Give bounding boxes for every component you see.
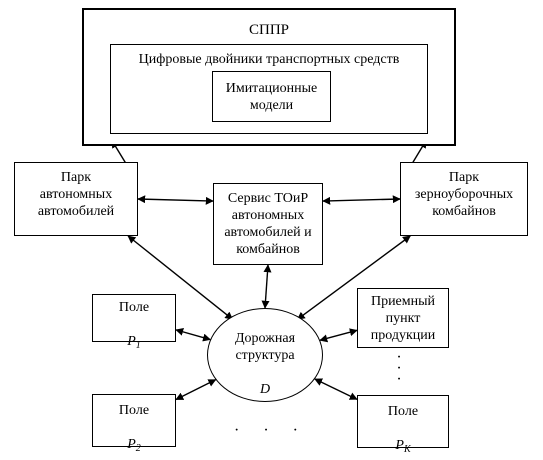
field-p2-box: Поле P2 xyxy=(92,394,176,454)
receiving-point-box: Приемный пункт продукции xyxy=(357,288,449,348)
connector-autonomous-fleet-to-road xyxy=(127,235,234,320)
simulation-models-box: Имитационные модели xyxy=(212,71,331,122)
sppr-title: СППР xyxy=(248,22,289,38)
autonomous-fleet-box: Парк автономных автомобилей xyxy=(14,162,138,236)
field-p1-label: Поле P1 xyxy=(118,300,150,351)
combine-fleet-box: Парк зерноуборочных комбайнов xyxy=(400,162,528,236)
road-structure-label: Дорожная структура D xyxy=(234,330,296,397)
field-p1-box: Поле P1 xyxy=(92,294,176,351)
connector-service-to-road xyxy=(261,264,272,309)
connector-field-1-to-road xyxy=(175,327,212,342)
field-p2-label: Поле P2 xyxy=(118,402,150,454)
receiving-point-label: Приемный пункт продукции xyxy=(370,293,436,343)
connector-service-to-combine-fleet xyxy=(322,195,401,205)
connector-field-2-to-road xyxy=(175,379,217,401)
field-pk-label: Поле PK xyxy=(387,403,419,455)
road-structure-ellipse: Дорожная структура D xyxy=(207,308,323,402)
field-pk-box: Поле PK xyxy=(357,395,449,455)
combine-fleet-label: Парк зерноуборочных комбайнов xyxy=(414,170,514,219)
digital-twins-title: Цифровые двойники транспортных средств xyxy=(138,52,400,67)
autonomous-fleet-label: Парк автономных автомобилей xyxy=(37,170,115,219)
horizontal-ellipsis: · · · xyxy=(234,422,308,439)
vertical-ellipsis: · · · xyxy=(396,349,402,388)
connector-combine-fleet-to-road xyxy=(296,235,411,320)
maintenance-service-label: Сервис ТОиР автономных автомобилей и ком… xyxy=(224,191,312,257)
simulation-models-label: Имитационные модели xyxy=(225,80,318,113)
connector-autonomous-fleet-to-service xyxy=(137,195,214,205)
connector-receiving-point-to-road xyxy=(319,328,358,343)
maintenance-service-box: Сервис ТОиР автономных автомобилей и ком… xyxy=(213,183,323,265)
connector-field-k-to-road xyxy=(314,378,358,400)
